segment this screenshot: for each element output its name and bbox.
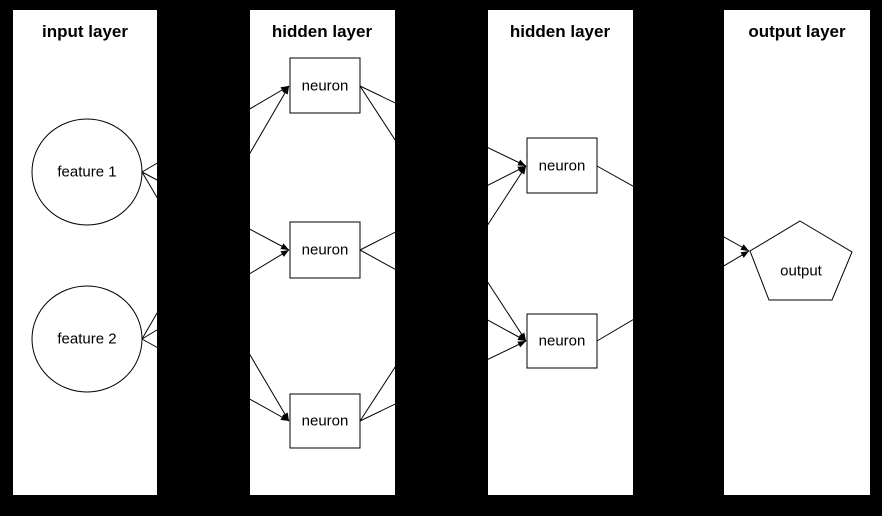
panel-input-layer bbox=[13, 10, 157, 495]
edge-h1n1-h2n2 bbox=[359, 85, 527, 342]
edge-h1n1-h2n1 bbox=[359, 85, 527, 167]
node-feature-1 bbox=[31, 118, 143, 226]
edge-h1n3-h2n2 bbox=[359, 340, 527, 422]
layer-title-output: output layer bbox=[748, 22, 846, 41]
panel-hidden-layer-2 bbox=[488, 10, 633, 495]
edge-feature2-h1n2 bbox=[141, 249, 290, 340]
edge-feature2-h1n3 bbox=[141, 338, 290, 422]
layer-title-input: input layer bbox=[42, 22, 128, 41]
node-hidden1-neuron3-label: neuron bbox=[302, 413, 349, 430]
node-hidden2-neuron2 bbox=[526, 313, 598, 369]
node-hidden1-neuron1 bbox=[289, 57, 361, 114]
edge-feature1-h1n3 bbox=[141, 171, 290, 422]
edge-h2n2-output bbox=[596, 250, 750, 342]
node-hidden2-neuron1-label: neuron bbox=[539, 158, 586, 175]
edge-h1n3-h2n1 bbox=[359, 165, 527, 422]
node-output bbox=[749, 220, 853, 301]
edge-feature2-h1n1 bbox=[141, 85, 290, 340]
edge-feature1-h1n2 bbox=[141, 171, 290, 251]
node-feature-1-label: feature 1 bbox=[57, 164, 116, 181]
node-hidden1-neuron2-label: neuron bbox=[302, 242, 349, 259]
node-hidden1-neuron3 bbox=[289, 393, 361, 449]
edge-h1n2-h2n2 bbox=[359, 249, 527, 342]
edge-h2n1-output bbox=[596, 165, 750, 252]
node-feature-2 bbox=[31, 285, 143, 393]
node-output-label: output bbox=[780, 263, 823, 280]
edge-h1n2-h2n1 bbox=[359, 165, 527, 251]
layer-title-hidden-2: hidden layer bbox=[510, 22, 611, 41]
edges bbox=[141, 85, 750, 422]
edge-feature1-h1n1 bbox=[141, 85, 290, 173]
node-hidden1-neuron2 bbox=[289, 221, 361, 279]
node-feature-2-label: feature 2 bbox=[57, 331, 116, 348]
layer-title-hidden-1: hidden layer bbox=[272, 22, 373, 41]
node-hidden2-neuron2-label: neuron bbox=[539, 333, 586, 350]
node-hidden2-neuron1 bbox=[526, 137, 598, 194]
node-hidden1-neuron1-label: neuron bbox=[302, 78, 349, 95]
